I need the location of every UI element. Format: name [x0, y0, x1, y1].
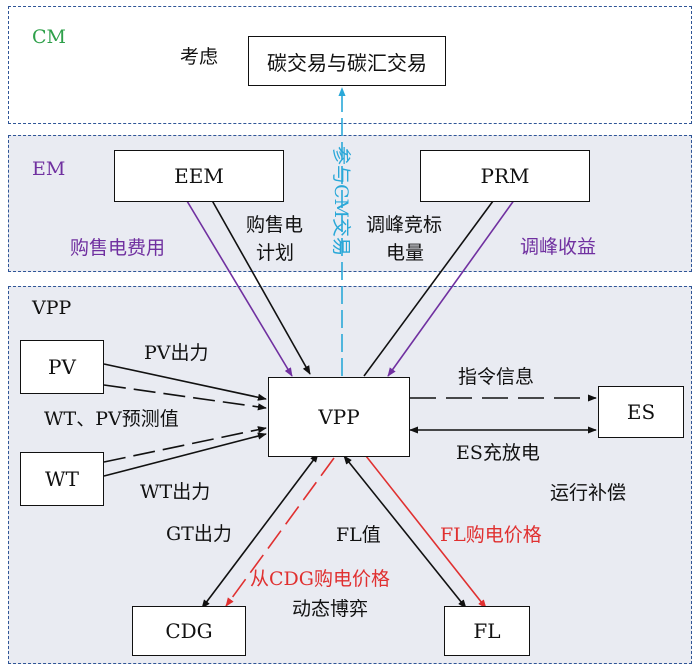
- operation-comp-label: 运行补偿: [550, 482, 627, 504]
- es-box: ES: [598, 386, 684, 438]
- vpp-panel-title: VPP: [32, 297, 72, 319]
- instruction-label: 指令信息: [458, 366, 535, 388]
- wt-forecast-arrow: [103, 426, 267, 463]
- wt-box: WT: [20, 452, 104, 506]
- peak-income-label: 调峰收益: [520, 236, 597, 258]
- vpp-prm-arrow: [363, 177, 511, 377]
- peak-bid-label-1: 调峰竞标: [366, 214, 443, 236]
- wt-output-label: WT出力: [140, 481, 211, 503]
- pv-forecast-arrow: [103, 384, 267, 411]
- gt-output-arrow: [201, 453, 319, 609]
- gt-output-label: GT出力: [166, 523, 232, 545]
- cdg-price-arrow: [225, 457, 335, 607]
- purchase-cost-arrow: [171, 175, 293, 377]
- consider-label: 考虑: [180, 46, 219, 68]
- eem-vpp-arrow: [195, 171, 311, 375]
- fl-value-arrow: [343, 455, 467, 609]
- pv-output-arrow: [103, 363, 267, 401]
- peak-income-arrow: [387, 177, 531, 377]
- prm-box: PRM: [420, 150, 590, 202]
- cdg-price-label: 从CDG购电价格: [250, 568, 390, 590]
- purchase-cost-label: 购售电费用: [70, 237, 166, 259]
- fl-price-arrow: [365, 455, 487, 609]
- cdg-box: CDG: [132, 606, 246, 656]
- sale-plan-label-2: 计划: [256, 242, 295, 264]
- fl-box: FL: [444, 606, 530, 656]
- pv-output-label: PV出力: [144, 342, 209, 364]
- sale-plan-label-1: 购售电: [246, 214, 304, 236]
- fl-price-label: FL购电价格: [440, 524, 542, 546]
- eem-box: EEM: [114, 150, 284, 202]
- join-cm-label: 参与CM交易: [330, 146, 352, 256]
- carbon-trading-box: 碳交易与碳汇交易: [248, 36, 446, 86]
- wt-output-arrow: [103, 432, 267, 477]
- fl-value-label: FL值: [336, 524, 381, 546]
- em-panel-title: EM: [32, 158, 66, 180]
- wt-pv-forecast-label: WT、PV预测值: [44, 408, 179, 430]
- vpp-box: VPP: [268, 377, 410, 457]
- dynamic-game-label: 动态博弈: [292, 598, 369, 620]
- peak-bid-label-2: 电量: [386, 242, 425, 264]
- pv-box: PV: [20, 340, 104, 394]
- cm-panel-title: CM: [32, 26, 66, 48]
- es-charge-label: ES充放电: [456, 442, 540, 464]
